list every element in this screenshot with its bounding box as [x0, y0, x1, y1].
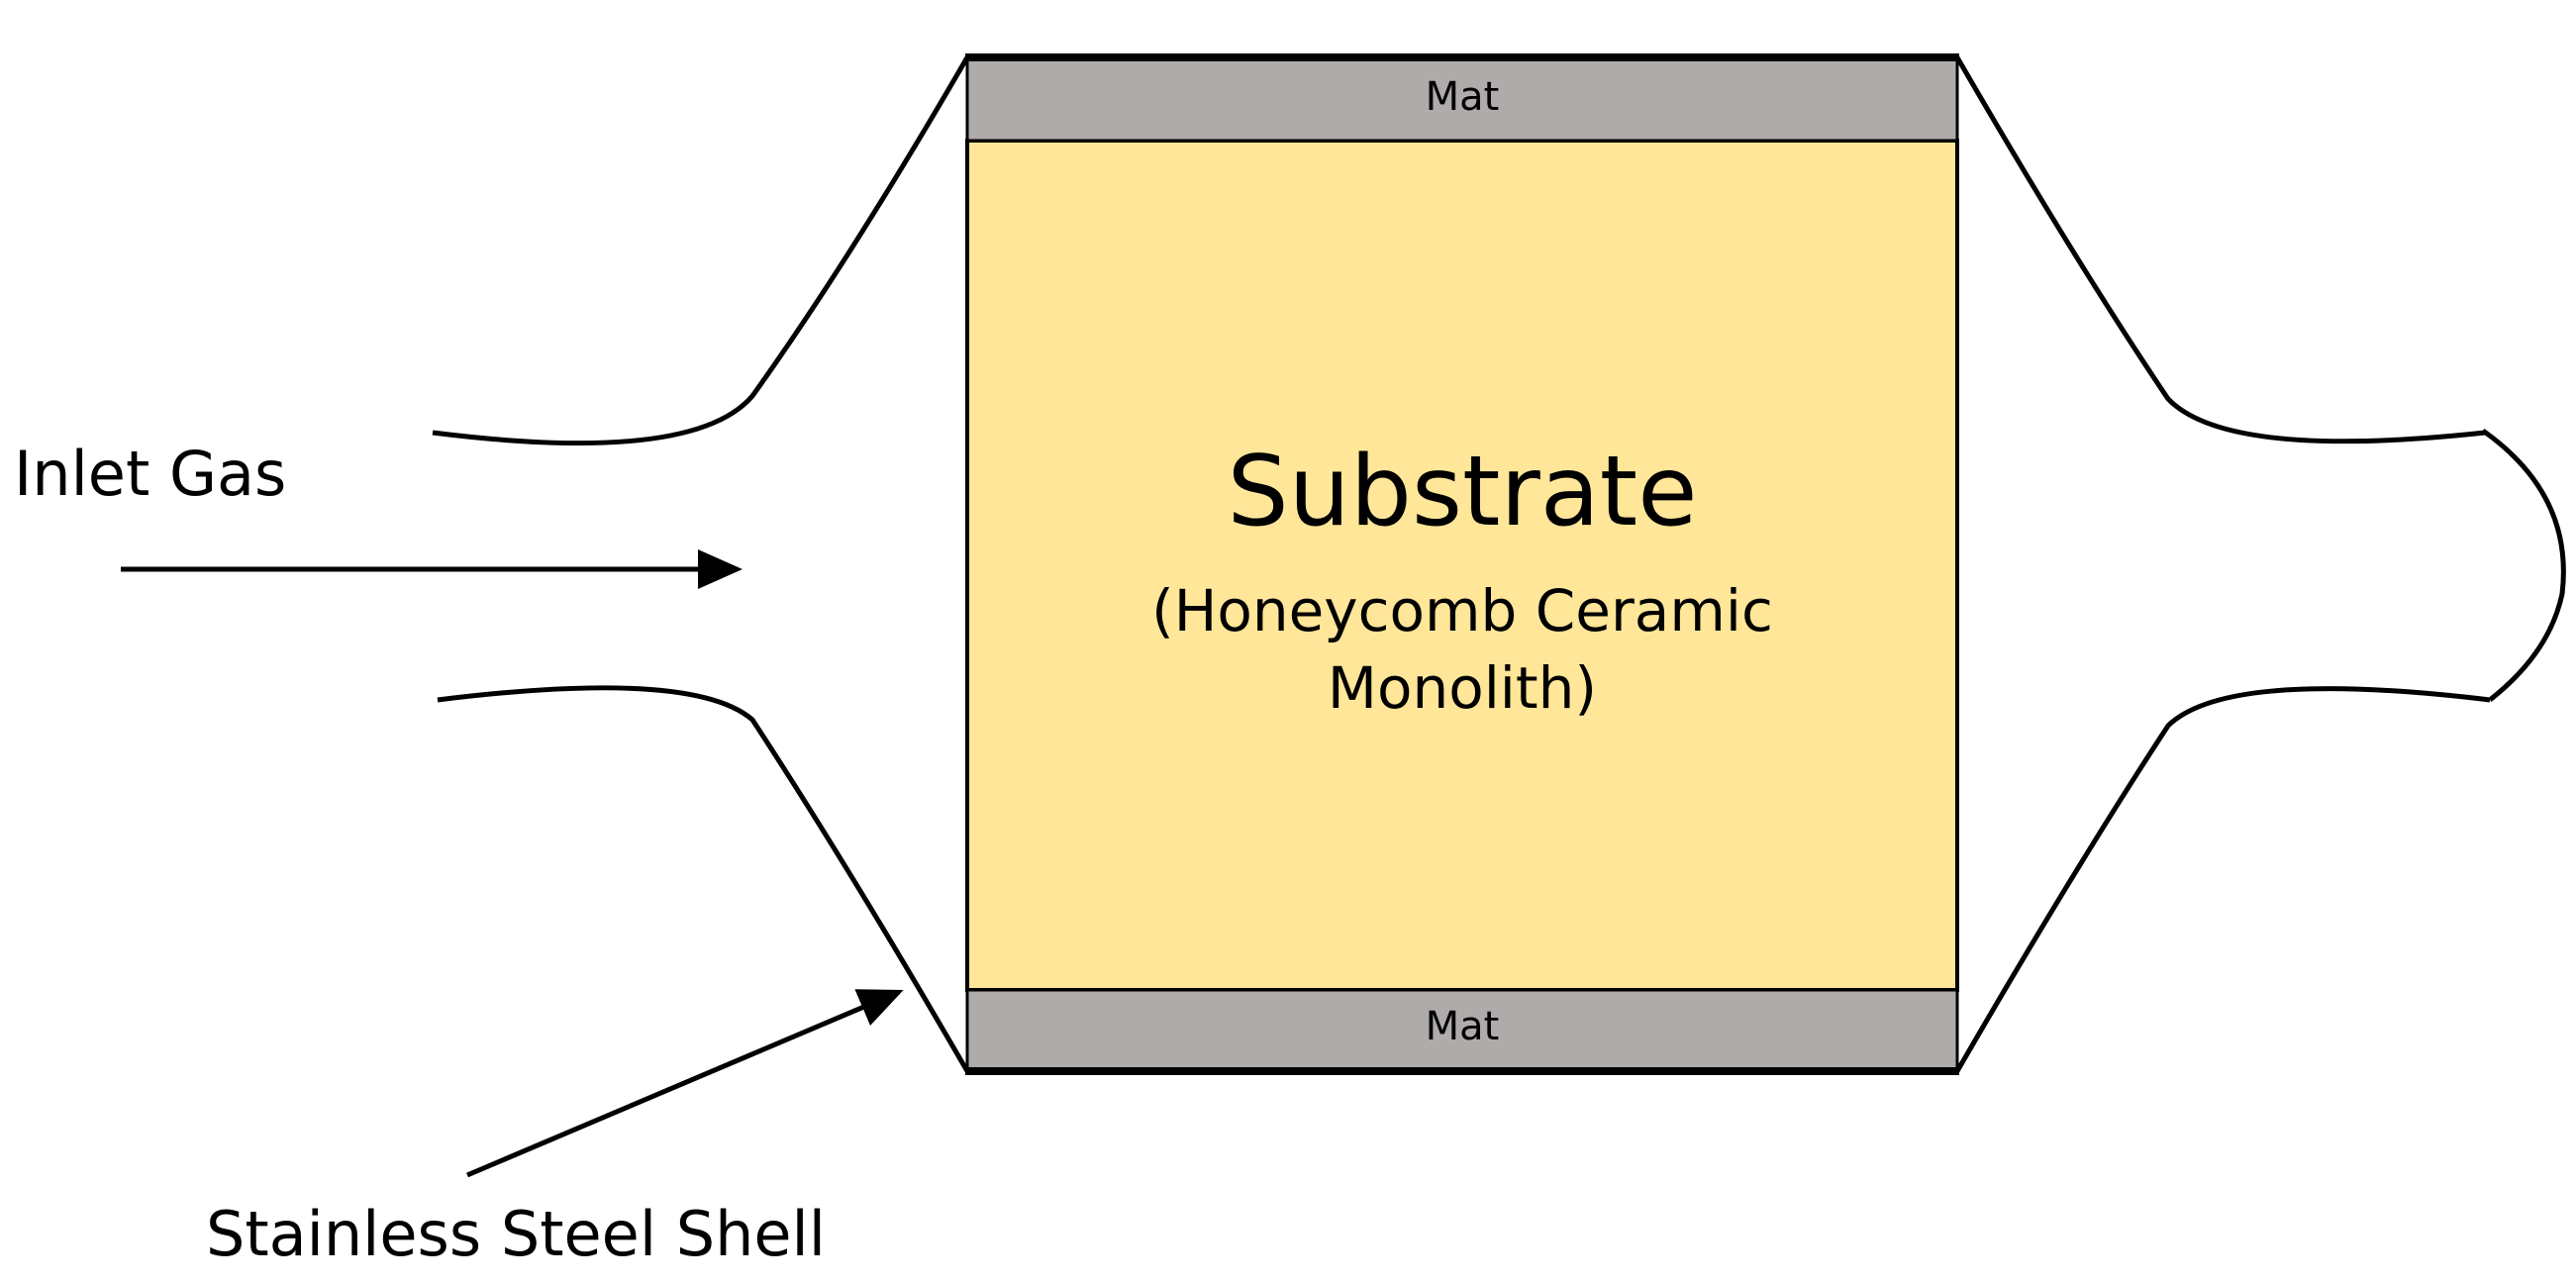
- substrate-desc-line2: Monolith): [1328, 654, 1597, 722]
- shell-pointer-arrow: [466, 989, 904, 1178]
- mat-top: [965, 55, 1959, 143]
- inlet-gas-label: Inlet Gas: [14, 438, 286, 510]
- mat-bottom-label: Mat: [1426, 1004, 1500, 1049]
- substrate-title: Substrate: [1227, 436, 1697, 548]
- shell-outlet-lower: [1954, 686, 2491, 1073]
- mat-top-label: Mat: [1426, 74, 1500, 120]
- substrate-desc-line1: (Honeycomb Ceramic: [1151, 577, 1773, 644]
- stainless-steel-shell-label: Stainless Steel Shell: [206, 1198, 826, 1270]
- mat-bottom: [965, 988, 1959, 1073]
- shell-inlet-upper: [432, 55, 970, 446]
- substrate-block: [965, 139, 1959, 992]
- shell-inlet-lower: [437, 685, 970, 1073]
- shell-outlet-upper: [1954, 55, 2486, 444]
- shell-outlet-cap: [2481, 428, 2566, 702]
